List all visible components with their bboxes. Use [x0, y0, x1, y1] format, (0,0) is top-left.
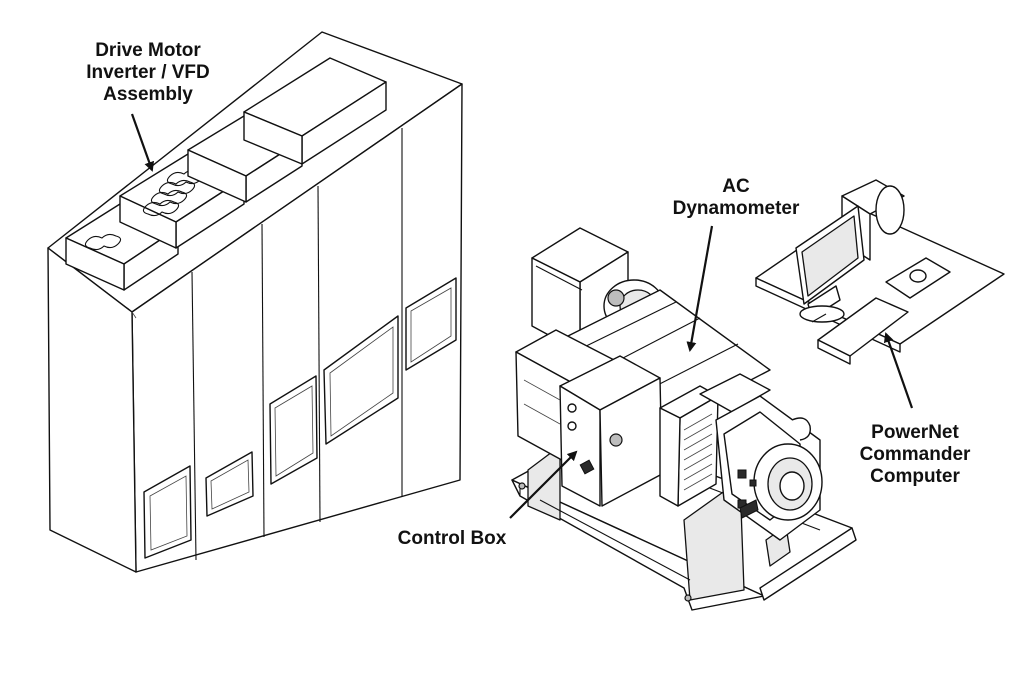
vfd-panel-5	[405, 277, 457, 371]
vfd-panel-1	[143, 465, 192, 559]
computer-label-line-2: Commander	[859, 444, 971, 465]
vfd-panel-3	[269, 375, 318, 485]
vfd-label: Drive Motor Inverter / VFD Assembly	[62, 40, 234, 106]
vfd-label-line-2: Inverter / VFD	[86, 62, 210, 83]
computer-leader-arrow	[883, 332, 914, 409]
vfd-leader-arrow	[130, 113, 155, 172]
dyno-terminal-housing	[659, 385, 719, 507]
vfd-panel-4	[323, 315, 399, 445]
control-box-label: Control Box	[382, 528, 522, 550]
computer-label-line-1: PowerNet	[871, 422, 959, 443]
computer-monitor	[795, 205, 865, 323]
ac-dynamometer	[511, 227, 857, 611]
control-box	[515, 329, 663, 507]
vfd-label-line-1: Drive Motor	[95, 40, 201, 61]
vfd-label-line-3: Assembly	[103, 84, 193, 105]
control-box-label-text: Control Box	[397, 528, 507, 549]
computer-mouse	[885, 257, 951, 299]
control-box-leader-arrow	[509, 450, 578, 519]
computer-label-line-3: Computer	[870, 466, 960, 487]
vfd-top-module-4	[243, 57, 387, 165]
dyno-label: AC Dynamometer	[656, 176, 816, 220]
dyno-label-line-2: Dynamometer	[672, 198, 800, 219]
powernet-commander-computer	[755, 179, 1005, 365]
vfd-panel-2	[205, 451, 254, 517]
dyno-label-line-1: AC	[722, 176, 750, 197]
dyno-leader-arrow	[686, 225, 714, 352]
computer-label: PowerNet Commander Computer	[840, 422, 990, 488]
dyno-motor-housing	[699, 373, 823, 541]
computer-keyboard	[817, 297, 909, 365]
vfd-cabinet-assembly	[47, 31, 463, 573]
